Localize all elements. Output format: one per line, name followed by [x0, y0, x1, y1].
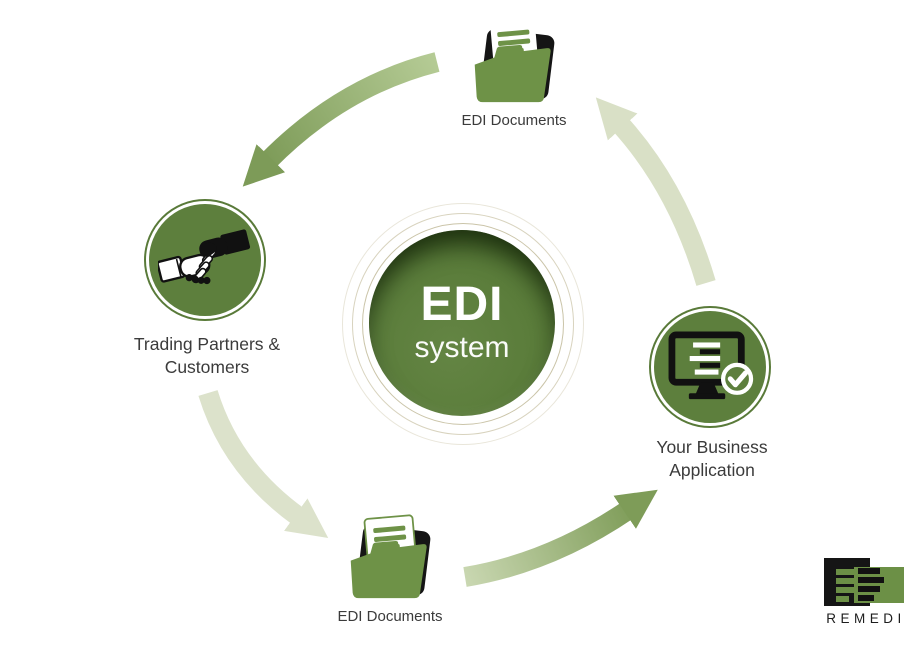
remedi-logo-text: REMEDI: [826, 611, 906, 626]
business-application-line1: Your Business: [656, 437, 768, 457]
folder-documents-icon: [474, 21, 555, 103]
node-documents-top: [464, 14, 564, 110]
center-subtitle: system: [414, 331, 510, 364]
remedi-logo: REMEDI: [818, 556, 910, 626]
documents-bottom-label: EDI Documents: [337, 608, 443, 625]
trading-partners-line2: Customers: [164, 357, 250, 378]
business-application-line2: Application: [669, 460, 755, 481]
arrow-documents-to-business: [463, 489, 658, 587]
node-trading-partners: [146, 201, 264, 319]
documents-top-label: EDI Documents: [461, 112, 567, 129]
edi-system-circle: EDI system: [369, 230, 555, 416]
arrow-partners-to-documents: [198, 389, 329, 539]
folder-documents-icon: [350, 514, 431, 599]
trading-partners-label: Trading Partners & Customers: [97, 333, 317, 380]
node-documents-bottom: [340, 510, 440, 606]
handshake-icon: [158, 229, 251, 285]
center-middle-ring: [352, 213, 574, 435]
center-inner-ring: [362, 223, 564, 425]
arrow-business-to-documents: [595, 97, 716, 286]
center-outer-ring: [342, 203, 584, 445]
business-application-label: Your Business Application: [617, 436, 807, 483]
remedi-logo-icon: [824, 558, 904, 606]
trading-partners-line1: Trading Partners &: [133, 334, 281, 354]
node-business-application: [651, 308, 769, 426]
center-title: EDI: [420, 278, 504, 331]
monitor-check-icon: [668, 331, 754, 400]
arrow-documents-to-partners: [242, 52, 440, 187]
